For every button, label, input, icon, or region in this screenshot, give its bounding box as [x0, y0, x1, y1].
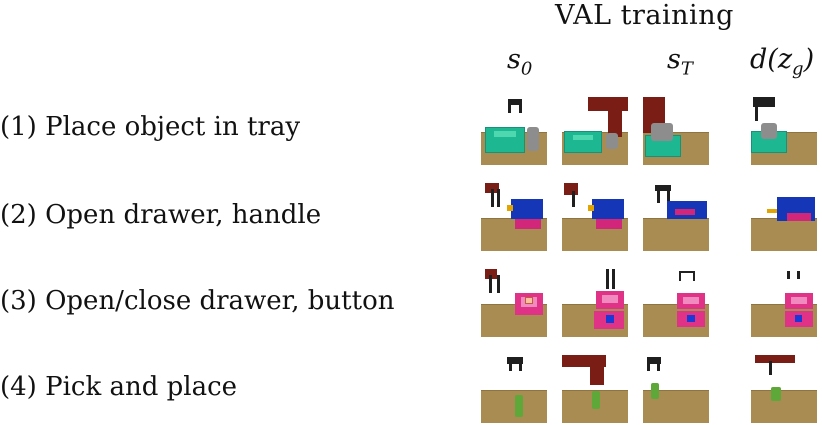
task1-frame-sT [643, 97, 709, 165]
task-label-4: (4) Pick and place [0, 372, 238, 402]
task3-frame-sT [643, 269, 709, 337]
figure-title: VAL training [555, 0, 734, 31]
task2-frame-sT [643, 183, 709, 251]
task-label-3: (3) Open/close drawer, button [0, 286, 395, 316]
task2-frame-mid [562, 183, 628, 251]
task3-frame-s0 [481, 269, 547, 337]
task4-frame-sT [643, 355, 709, 423]
task3-frame-mid [562, 269, 628, 337]
task1-frame-mid [562, 97, 628, 165]
column-header-s0: s0 [507, 44, 533, 80]
task4-frame-goal [751, 355, 817, 423]
column-header-goal: d(zg) [750, 44, 815, 80]
task3-frame-goal [751, 269, 817, 337]
task4-frame-mid [562, 355, 628, 423]
task-label-2: (2) Open drawer, handle [0, 200, 322, 230]
task1-frame-goal [751, 97, 817, 165]
task4-frame-s0 [481, 355, 547, 423]
column-header-st: sT [667, 44, 693, 80]
task2-frame-s0 [481, 183, 547, 251]
task-label-1: (1) Place object in tray [0, 112, 301, 142]
task2-frame-goal [751, 183, 817, 251]
task1-frame-s0 [481, 97, 547, 165]
